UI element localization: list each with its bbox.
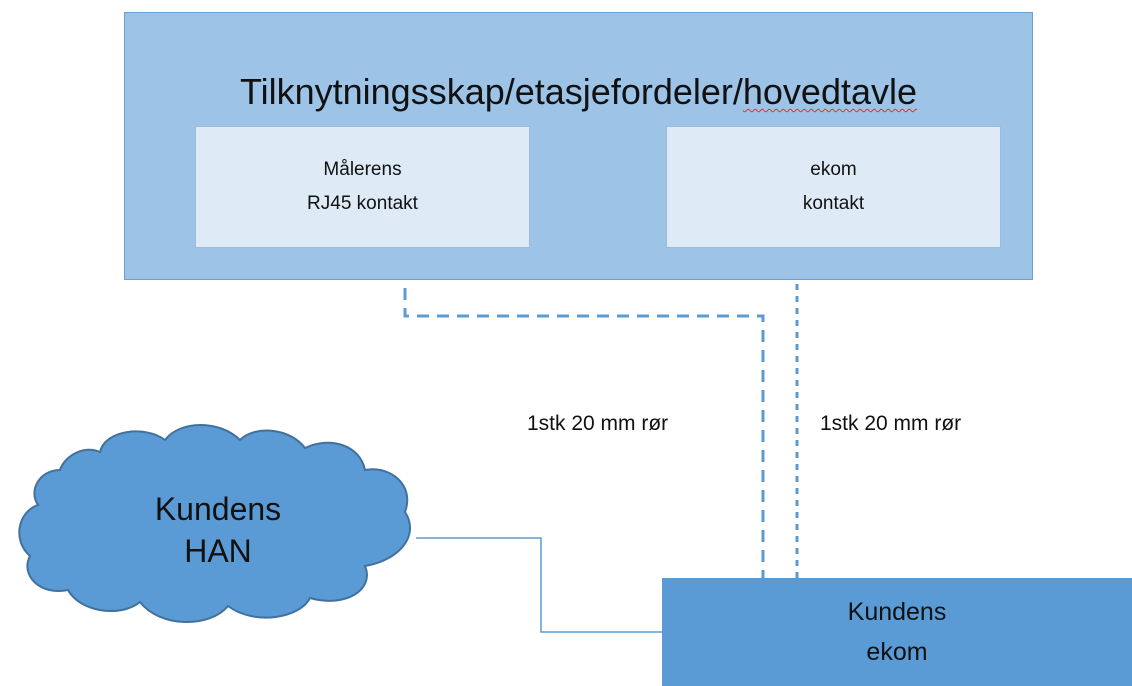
cloud-shape <box>18 424 411 623</box>
meter-rj45-line1: Målerens <box>323 159 402 180</box>
cloud-label-line1: Kundens <box>154 491 282 527</box>
meter-rj45-box: Målerens RJ45 kontakt <box>195 126 530 248</box>
customer-ekom-line2: ekom <box>866 638 928 666</box>
pipe-label-right: 1stk 20 mm rør <box>820 412 962 435</box>
han-connector-line <box>416 537 662 633</box>
customer-ekom-line1: Kundens <box>847 598 947 626</box>
ekom-contact-box: ekom kontakt <box>666 126 1001 248</box>
cloud-label: Kundens HAN <box>118 488 318 572</box>
ekom-contact-line1: ekom <box>810 159 857 180</box>
cabinet-title-part2: hovedtavle <box>742 71 918 112</box>
cloud-label-line2: HAN <box>184 533 252 569</box>
cabinet-title-part1: Tilknytningsskap/etasjefordeler/ <box>239 71 743 112</box>
dashed-pipe-rj45 <box>403 248 765 578</box>
distribution-cabinet-box: Tilknytningsskap/etasjefordeler/hovedtav… <box>124 12 1033 280</box>
customer-ekom-box: Kundens ekom <box>662 578 1132 686</box>
pipe-label-left: 1stk 20 mm rør <box>527 412 669 435</box>
ekom-contact-line2: kontakt <box>802 193 865 214</box>
cabinet-title: Tilknytningsskap/etasjefordeler/hovedtav… <box>125 71 1032 113</box>
meter-rj45-line2: RJ45 kontakt <box>307 193 418 214</box>
